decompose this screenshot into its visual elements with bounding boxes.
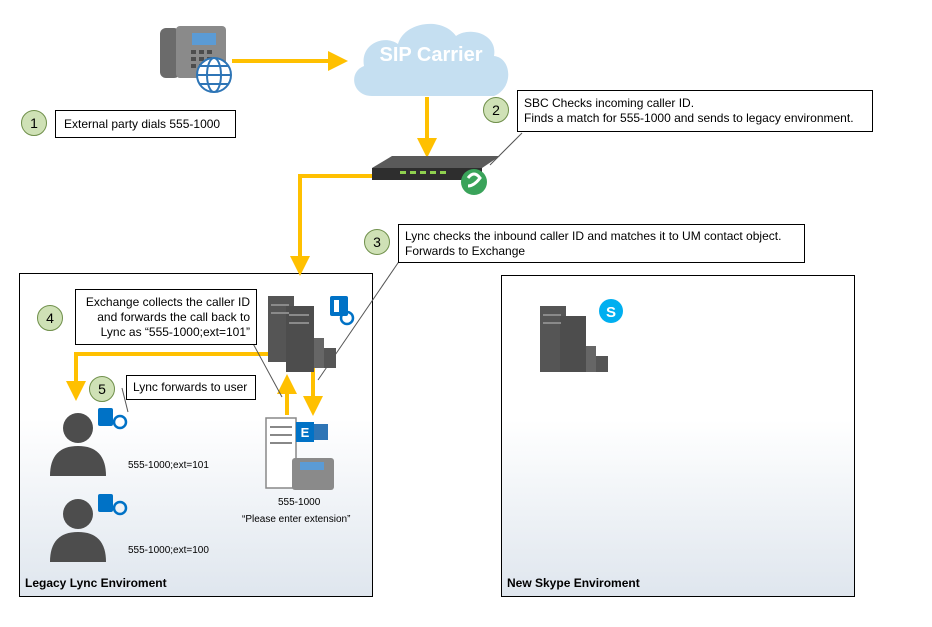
step-1-text: External party dials 555-1000 — [64, 117, 221, 131]
arrow-sbc-to-lync — [290, 174, 372, 276]
step-4-badge: 4 — [37, 305, 63, 331]
step-1-note: External party dials 555-1000 — [55, 110, 236, 138]
step-4-text-line-1: Exchange collects the caller ID — [85, 295, 250, 309]
step-4-note: Exchange collects the caller ID and forw… — [75, 289, 257, 345]
step-3-text-line-1: Lync checks the inbound caller ID and ma… — [405, 229, 782, 243]
svg-text:S: S — [606, 304, 616, 321]
step-2-badge: 2 — [483, 97, 509, 123]
lync-server-icon — [268, 296, 355, 372]
step-3-badge: 3 — [364, 229, 390, 255]
step-2-text-line-1: SBC Checks incoming caller ID. — [524, 96, 695, 110]
step-2-text-line-2: Finds a match for 555-1000 and sends to … — [524, 111, 854, 125]
user-1-extension-label: 555-1000;ext=101 — [128, 460, 209, 471]
step-5-badge: 5 — [89, 376, 115, 402]
step-4-text-line-2: and forwards the call back to — [97, 310, 250, 324]
step-2-note: SBC Checks incoming caller ID. Finds a m… — [517, 90, 873, 132]
sbc-appliance-icon — [372, 156, 500, 195]
user-icon — [50, 494, 128, 562]
svg-text:E: E — [301, 425, 310, 440]
exchange-um-number: 555-1000 — [278, 497, 321, 508]
step-4-text-line-3: Lync as “555-1000;ext=101” — [100, 325, 250, 339]
sip-carrier-label: SIP Carrier — [379, 44, 483, 66]
step-1-badge: 1 — [21, 110, 47, 136]
user-icon — [50, 408, 128, 476]
step-5-text: Lync forwards to user — [133, 380, 248, 394]
step-3-text-line-2: Forwards to Exchange — [405, 244, 526, 258]
cloud-icon — [354, 23, 509, 96]
skype-server-icon: S — [540, 299, 623, 372]
globe-icon — [196, 57, 232, 93]
exchange-um-prompt: “Please enter extension” — [242, 514, 351, 525]
exchange-server-icon: E — [265, 417, 334, 490]
user-2-extension-label: 555-1000;ext=100 — [128, 545, 209, 556]
arrow-lync-to-user — [66, 352, 268, 401]
new-environment-label: New Skype Enviroment — [507, 576, 640, 590]
step-5-note: Lync forwards to user — [126, 375, 256, 400]
step-3-note: Lync checks the inbound caller ID and ma… — [398, 224, 805, 263]
legacy-environment-label: Legacy Lync Enviroment — [25, 576, 167, 590]
flow-arrows — [66, 51, 437, 416]
